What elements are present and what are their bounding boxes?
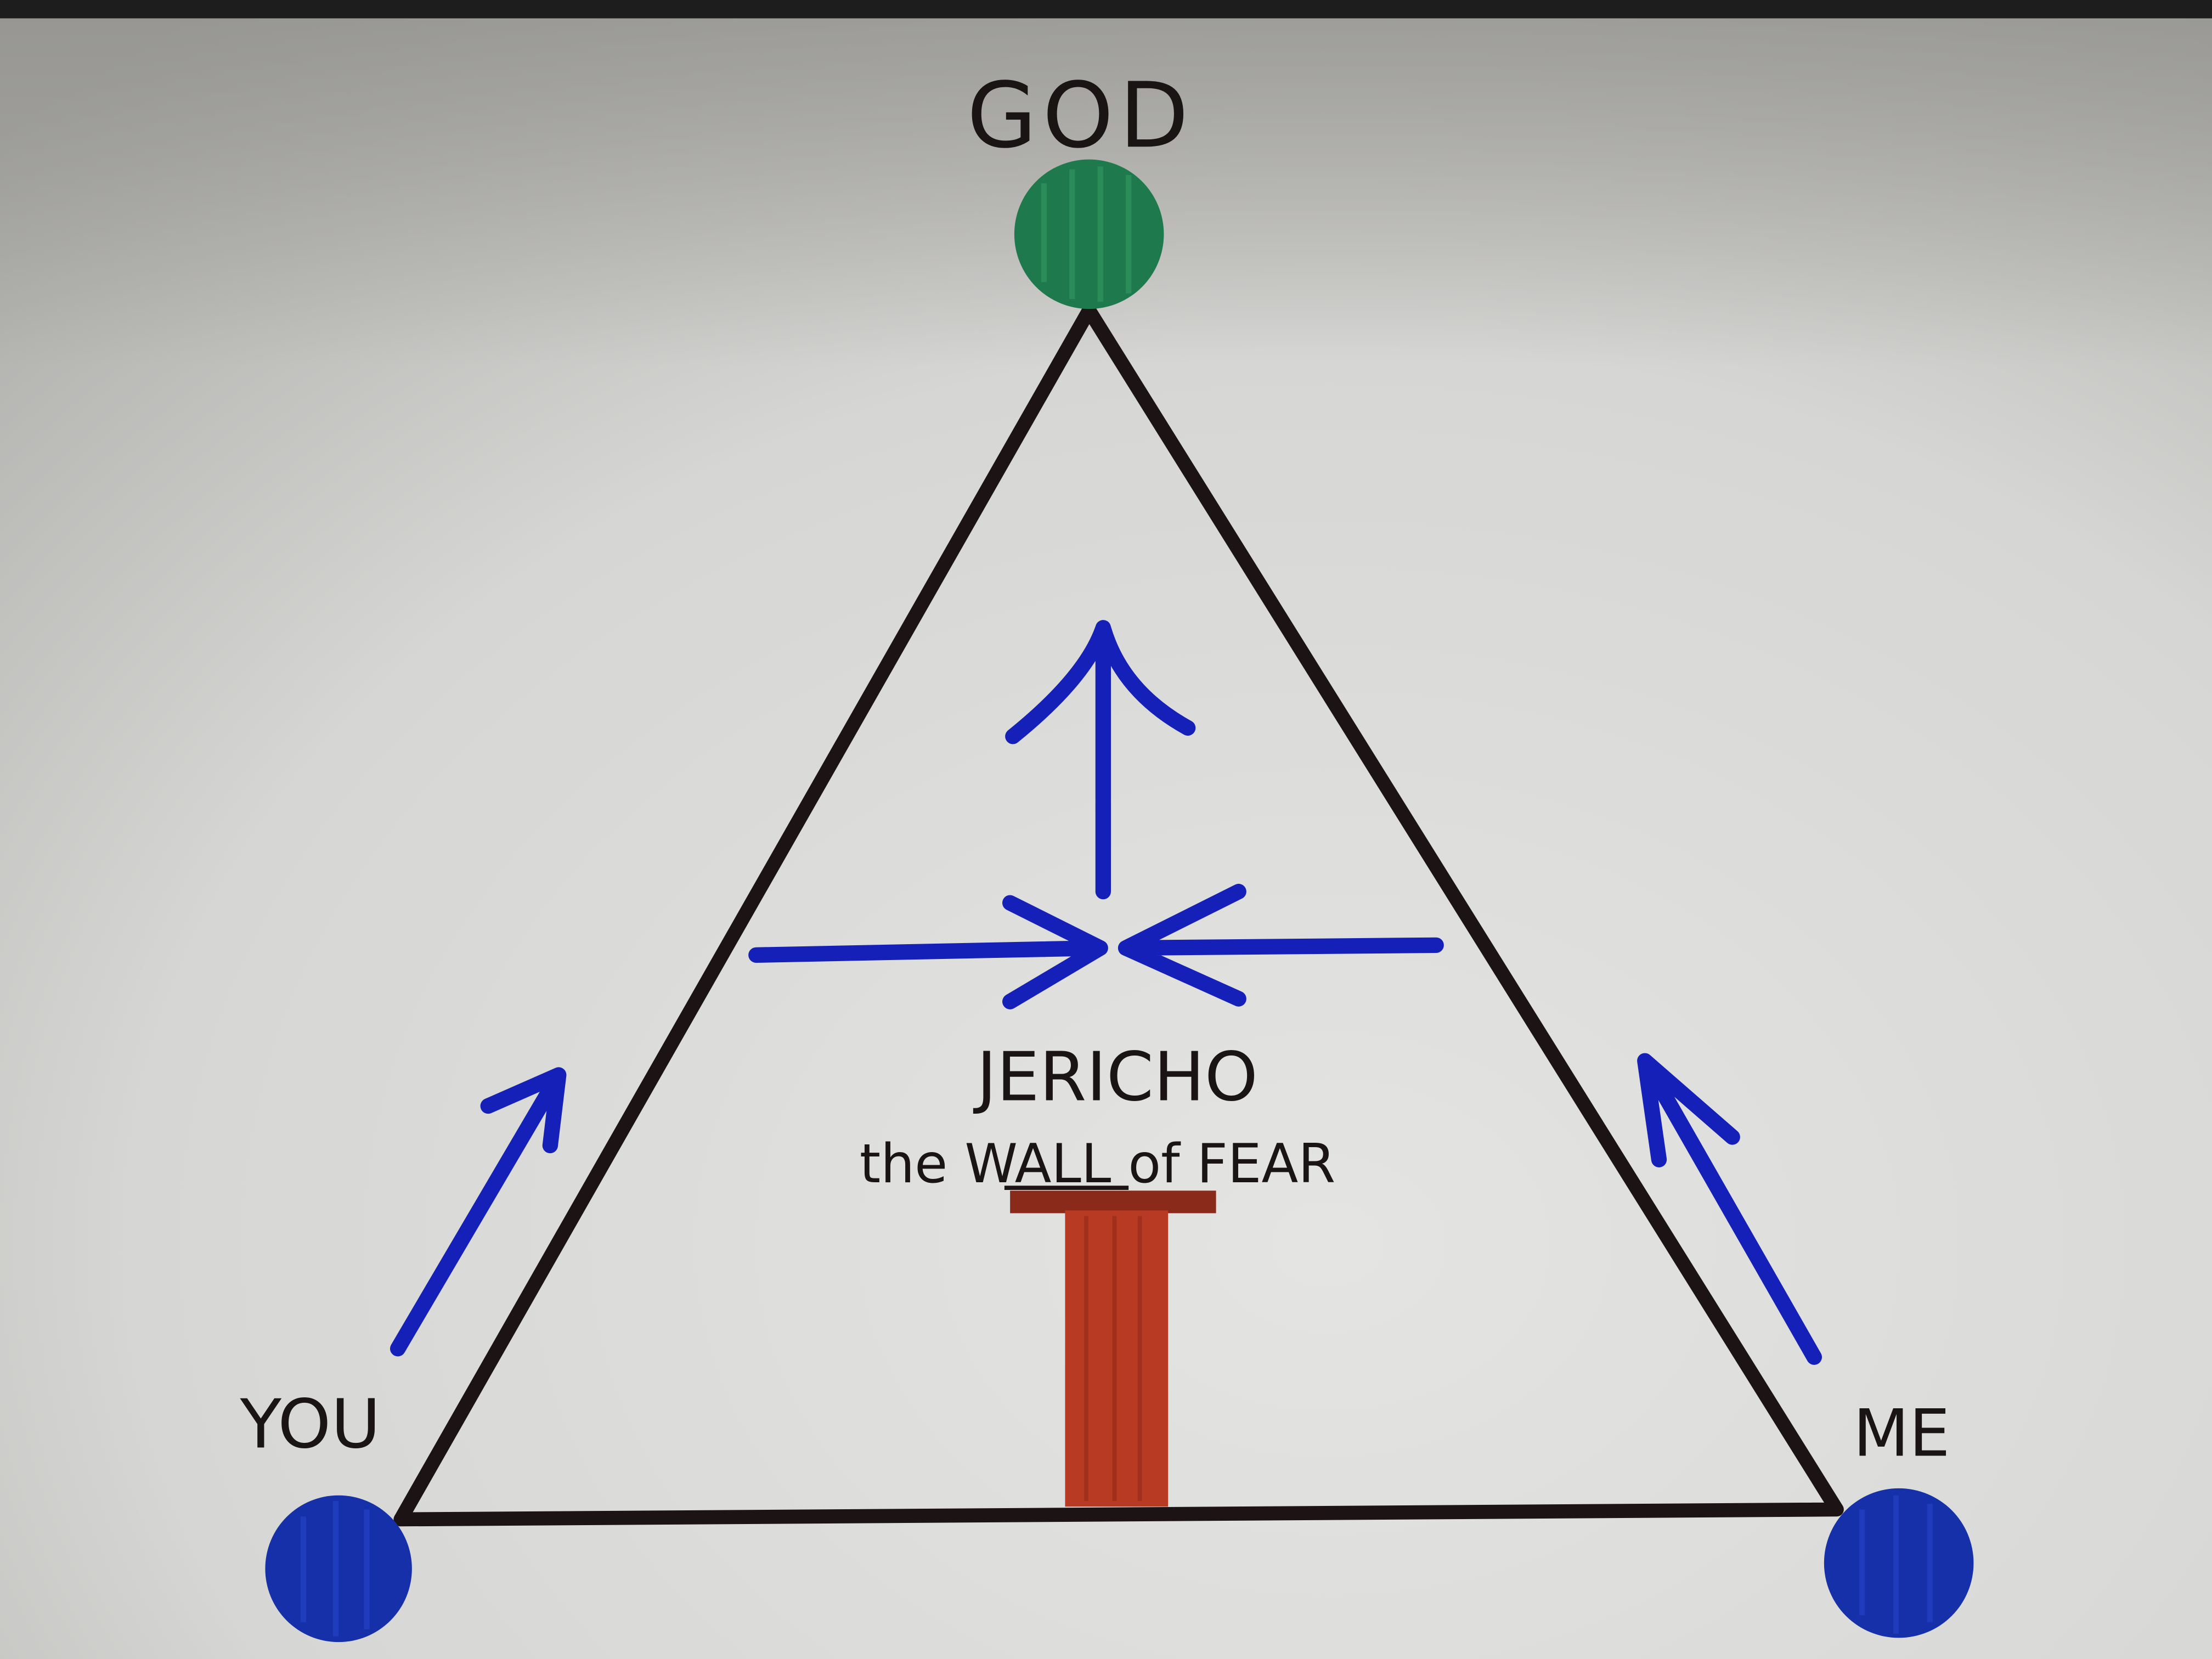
me-node: [1824, 1488, 1974, 1638]
you-node: [265, 1495, 412, 1643]
relationship-triangle: [393, 303, 1844, 1527]
label-you: YOU: [240, 1385, 381, 1464]
label-wall-of-fear: the WALL of FEAR: [860, 1133, 1335, 1195]
label-of-fear: of FEAR: [1111, 1133, 1335, 1195]
arrow-you-to-god-icon: [390, 1067, 567, 1357]
label-jericho: JERICHO: [973, 1038, 1258, 1117]
wall-of-fear-pillar: [1010, 1190, 1216, 1507]
label-god: GOD: [967, 63, 1194, 168]
arrow-up-icon: [1005, 620, 1196, 900]
label-me: ME: [1853, 1396, 1950, 1471]
arrow-me-to-god-icon: [1637, 1053, 1822, 1365]
arrow-right-converging-icon: [748, 895, 1108, 1009]
label-the: the: [860, 1133, 964, 1195]
label-wall: WALL: [964, 1133, 1111, 1195]
god-node: [1014, 159, 1164, 309]
arrow-left-converging-icon: [1118, 884, 1444, 1007]
board-top-edge: [0, 0, 2212, 19]
